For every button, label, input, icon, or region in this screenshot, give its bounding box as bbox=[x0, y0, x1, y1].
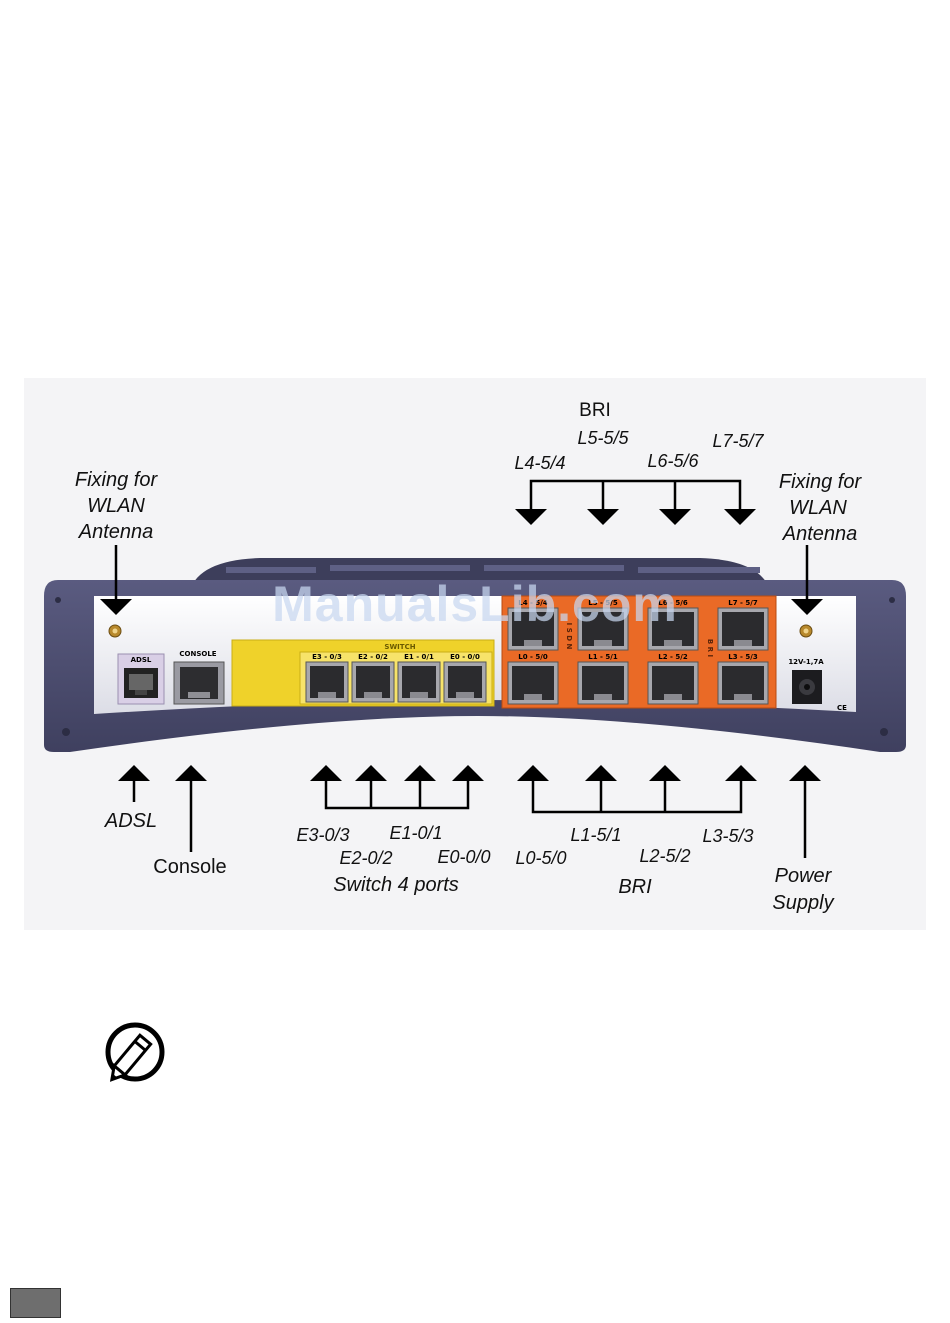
bri-top-port-1: L5 - 5/5 bbox=[577, 599, 629, 651]
arrow-l5 bbox=[587, 509, 619, 525]
label-bri-bottom: BRI bbox=[618, 876, 652, 898]
arrow-l2 bbox=[649, 765, 681, 781]
bri-bottom-port-1: L1 - 5/1 bbox=[577, 653, 629, 705]
arrow-antenna-right bbox=[791, 599, 823, 615]
label-e0: E0-0/0 bbox=[437, 847, 490, 867]
label-l7: L7-5/7 bbox=[712, 431, 764, 451]
arrow-adsl bbox=[118, 765, 150, 781]
switch-ports: E3 - 0/3 E2 - 0/2 E1 - 0/1 E0 - 0/0 bbox=[305, 653, 487, 703]
arrow-l4 bbox=[515, 509, 547, 525]
bri-bottom-port-3: L3 - 5/3 bbox=[717, 653, 769, 705]
bri-vertical-label: B R I bbox=[706, 639, 714, 657]
arrow-e0 bbox=[452, 765, 484, 781]
bottom-connectors bbox=[132, 780, 807, 858]
switch-port-3-label: E0 - 0/0 bbox=[450, 653, 480, 661]
ce-mark: CE bbox=[837, 704, 847, 712]
label-fixing-left-1: Fixing for bbox=[75, 469, 159, 491]
bri-bottom-port-2: L2 - 5/2 bbox=[647, 653, 699, 705]
arrow-antenna-left bbox=[100, 599, 132, 615]
antenna-fixing-left bbox=[108, 624, 122, 638]
label-e2: E2-0/2 bbox=[339, 848, 392, 868]
page-footer-box bbox=[10, 1288, 61, 1318]
arrow-console bbox=[175, 765, 207, 781]
pencil-note-icon bbox=[105, 1022, 165, 1082]
label-fixing-left-2: WLAN bbox=[87, 495, 145, 517]
label-l6: L6-5/6 bbox=[647, 451, 699, 471]
bri-top-port-0: L4 - 5/4 bbox=[507, 599, 559, 651]
label-e3: E3-0/3 bbox=[296, 825, 349, 845]
label-l2: L2-5/2 bbox=[639, 846, 690, 866]
bri-bottom-port-0-label: L0 - 5/0 bbox=[518, 653, 548, 661]
label-l3: L3-5/3 bbox=[702, 826, 753, 846]
bri-top-port-1-label: L5 - 5/5 bbox=[588, 599, 618, 607]
arrow-e2 bbox=[355, 765, 387, 781]
arrow-l1 bbox=[585, 765, 617, 781]
arrow-l6 bbox=[659, 509, 691, 525]
switch-header: SWITCH bbox=[384, 643, 415, 651]
switch-port-3: E0 - 0/0 bbox=[443, 653, 487, 703]
label-l0: L0-5/0 bbox=[515, 848, 566, 868]
label-power-1: Power bbox=[775, 865, 833, 887]
console-port-label: CONSOLE bbox=[179, 650, 216, 658]
label-fixing-right-3: Antenna bbox=[782, 523, 858, 545]
arrow-l3 bbox=[725, 765, 757, 781]
bri-top-port-0-label: L4 - 5/4 bbox=[518, 599, 548, 607]
arrow-power bbox=[789, 765, 821, 781]
bri-top-port-3: L7 - 5/7 bbox=[717, 599, 769, 651]
power-rating-label: 12V-1,7A bbox=[788, 658, 824, 666]
label-adsl: ADSL bbox=[104, 810, 157, 832]
label-console: Console bbox=[153, 856, 226, 878]
bri-top-port-2: L6 - 5/6 bbox=[647, 599, 699, 651]
antenna-fixing-right bbox=[799, 624, 813, 638]
label-l4: L4-5/4 bbox=[514, 453, 565, 473]
label-l1: L1-5/1 bbox=[570, 825, 621, 845]
label-fixing-right-1: Fixing for bbox=[779, 471, 863, 493]
console-port: CONSOLE bbox=[173, 650, 225, 705]
switch-port-2-label: E1 - 0/1 bbox=[404, 653, 434, 661]
label-fixing-left-3: Antenna bbox=[78, 521, 154, 543]
bri-top-port-2-label: L6 - 5/6 bbox=[658, 599, 688, 607]
switch-port-0: E3 - 0/3 bbox=[305, 653, 349, 703]
bri-bottom-port-3-label: L3 - 5/3 bbox=[728, 653, 758, 661]
bri-bottom-port-2-label: L2 - 5/2 bbox=[658, 653, 688, 661]
adsl-port-label: ADSL bbox=[131, 656, 152, 664]
power-jack: 12V-1,7A CE bbox=[788, 658, 847, 712]
label-l5: L5-5/5 bbox=[577, 428, 629, 448]
bri-top-connector bbox=[529, 479, 742, 513]
switch-port-2: E1 - 0/1 bbox=[397, 653, 441, 703]
arrows-up bbox=[118, 765, 821, 781]
arrow-l7 bbox=[724, 509, 756, 525]
bri-top-port-3-label: L7 - 5/7 bbox=[728, 599, 758, 607]
switch-port-1-label: E2 - 0/2 bbox=[358, 653, 388, 661]
bri-ports: L4 - 5/4 L5 - 5/5 L6 - 5/6 L7 - 5/7 L0 - 5/0… bbox=[507, 599, 769, 705]
arrow-e3 bbox=[310, 765, 342, 781]
switch-port-0-label: E3 - 0/3 bbox=[312, 653, 342, 661]
bri-bottom-port-1-label: L1 - 5/1 bbox=[588, 653, 618, 661]
bri-bottom-port-0: L0 - 5/0 bbox=[507, 653, 559, 705]
label-switch-ports: Switch 4 ports bbox=[333, 874, 459, 896]
arrow-l0 bbox=[517, 765, 549, 781]
label-power-2: Supply bbox=[772, 892, 834, 914]
isdn-vertical-label: I S D N bbox=[565, 623, 573, 650]
arrow-e1 bbox=[404, 765, 436, 781]
label-fixing-right-2: WLAN bbox=[789, 497, 847, 519]
adsl-port: ADSL bbox=[117, 653, 165, 705]
bri-top-title: BRI bbox=[579, 400, 611, 421]
router-device: ADSL CONSOLE SWITCH E3 - 0/3 E2 - 0/2 E1 -… bbox=[44, 558, 906, 752]
switch-port-1: E2 - 0/2 bbox=[351, 653, 395, 703]
arrows-down bbox=[100, 509, 823, 615]
label-e1: E1-0/1 bbox=[389, 823, 442, 843]
